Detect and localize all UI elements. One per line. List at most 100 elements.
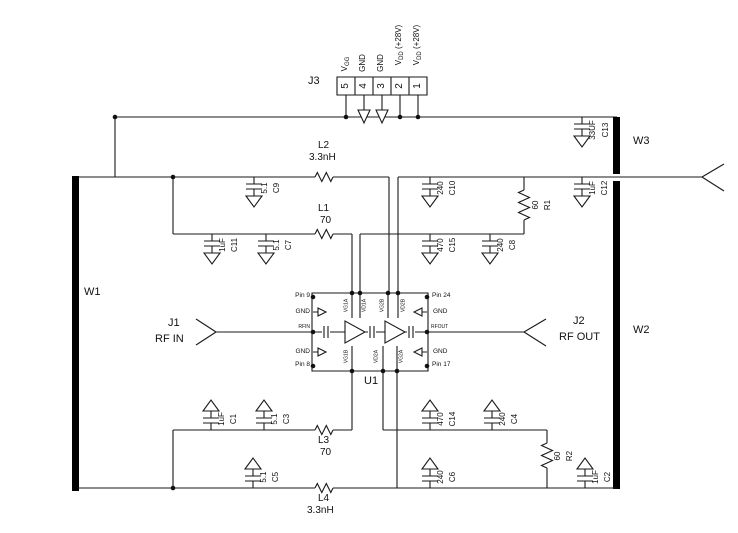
u1-pin24-label: Pin 24 — [432, 292, 451, 299]
c8-name: C8 — [508, 239, 517, 251]
j2-sublabel: RF OUT — [559, 331, 600, 343]
u1-bottom-pin-1: VG1B — [343, 349, 350, 364]
r1-name: R1 — [543, 199, 552, 211]
capacitor-C14 — [422, 400, 438, 430]
resistor-R1 — [519, 190, 530, 220]
c5-name: C5 — [271, 471, 280, 483]
capacitor-C15 — [422, 234, 438, 264]
ground-icon — [245, 458, 261, 469]
c6-name: C6 — [448, 471, 457, 483]
capacitor-C12 — [574, 177, 590, 207]
ground-icon — [422, 253, 438, 264]
j1-sublabel: RF IN — [155, 333, 184, 345]
ground-icon — [204, 253, 220, 264]
c13-name: C13 — [601, 122, 610, 138]
l2-value: 3.3nH — [309, 152, 336, 163]
inductor-L2 — [315, 173, 333, 182]
j3-label: J3 — [308, 75, 320, 87]
j3-pin1-signal: VDD (+28V) — [412, 24, 423, 66]
ground-icon — [203, 400, 219, 411]
ground-icon — [422, 196, 438, 207]
l3-name: L3 — [318, 435, 330, 446]
ground-icon — [246, 196, 262, 207]
r2-value: 60 — [553, 451, 562, 461]
l4-name: L4 — [318, 493, 330, 504]
c1-name: C1 — [229, 413, 238, 425]
ground-icon — [574, 136, 590, 147]
u1-rfout-label: RFOUT — [431, 324, 449, 330]
u1-gnd-label: GND — [433, 348, 448, 355]
ground-icon — [256, 400, 272, 411]
ground-icon — [482, 253, 498, 264]
c1-value: 1uF — [217, 412, 226, 426]
w2-label: W2 — [633, 324, 650, 336]
r1-value: 60 — [531, 200, 540, 210]
u1-gnd-label: GND — [295, 308, 310, 315]
u1-pin17-label: Pin 17 — [432, 361, 451, 368]
l1-name: L1 — [318, 203, 330, 214]
j3-pin5-signal: VGG — [340, 56, 351, 72]
gnd-arrow-icon — [414, 348, 422, 356]
gate-bias-rails-bottom-left — [79, 371, 617, 493]
c11-value: 1uF — [218, 238, 227, 252]
junction-dots — [112, 114, 430, 491]
ground-icon — [574, 196, 590, 207]
j3-pin2-signal: VDD (+28V) — [394, 24, 405, 66]
u1-gnd-label: GND — [295, 348, 310, 355]
j3-pin3-signal: GND — [376, 54, 385, 72]
j1-sma-connector — [196, 319, 313, 345]
capacitor-C6 — [422, 458, 438, 488]
u1-pin8-label: Pin 8 — [295, 361, 310, 368]
u1-top-pin-2: VD1A — [361, 298, 368, 313]
capacitor-C11 — [204, 234, 220, 264]
c5-value: 5.1 — [259, 471, 268, 483]
c15-value: 470 — [436, 238, 445, 252]
capacitor-C9 — [246, 177, 262, 207]
capacitor-C5 — [245, 458, 261, 488]
w3-wire-bar — [613, 117, 620, 174]
w1-wire-bar — [72, 176, 79, 491]
capacitor-C8 — [482, 234, 498, 264]
capacitor-C4 — [484, 400, 500, 430]
c7-value: 5.1 — [272, 239, 281, 251]
gnd-arrow-icon — [318, 308, 326, 316]
j2-sma-connector — [427, 319, 546, 346]
ground-icon — [577, 458, 593, 469]
ground-icon — [484, 400, 500, 411]
j3-pin4-signal: GND — [358, 54, 367, 72]
inductor-L4 — [315, 484, 333, 493]
capacitor-C7 — [258, 234, 274, 264]
ground-icon — [258, 253, 274, 264]
u1-gnd-label: GND — [433, 308, 448, 315]
u1-ic-block — [312, 293, 428, 371]
drain-bias-rails-bottom-right — [383, 371, 553, 488]
c13-value: 33UF — [588, 120, 597, 140]
l1-value: 70 — [320, 215, 332, 226]
inductor-L3 — [315, 426, 333, 435]
c11-name: C11 — [230, 237, 239, 253]
capacitor-C2 — [577, 458, 593, 488]
w3-label: W3 — [633, 135, 650, 147]
ground-icon — [422, 400, 438, 411]
capacitor-C13 — [574, 117, 590, 147]
j3-connector-box — [337, 77, 427, 95]
l4-value: 3.3nH — [307, 505, 334, 516]
c2-name: C2 — [603, 471, 612, 483]
gnd-arrow-icon — [318, 348, 326, 356]
c15-name: C15 — [448, 237, 457, 253]
ground-icon — [422, 458, 438, 469]
w1-label: W1 — [84, 286, 101, 298]
u1-pin9-label: Pin 9 — [295, 292, 310, 299]
u1-top-pin-3: VG2B — [379, 298, 386, 313]
c2-value: 1uF — [591, 470, 600, 484]
r2-name: R2 — [565, 450, 574, 462]
c4-value: 240 — [498, 412, 507, 426]
gnd-arrow-icon — [414, 308, 422, 316]
c9-value: 5.1 — [260, 182, 269, 194]
w2-wire-bar — [613, 181, 620, 489]
c4-name: C4 — [510, 413, 519, 425]
u1-bottom-pin-3: VG2A — [398, 349, 405, 364]
c8-value: 240 — [496, 238, 505, 252]
